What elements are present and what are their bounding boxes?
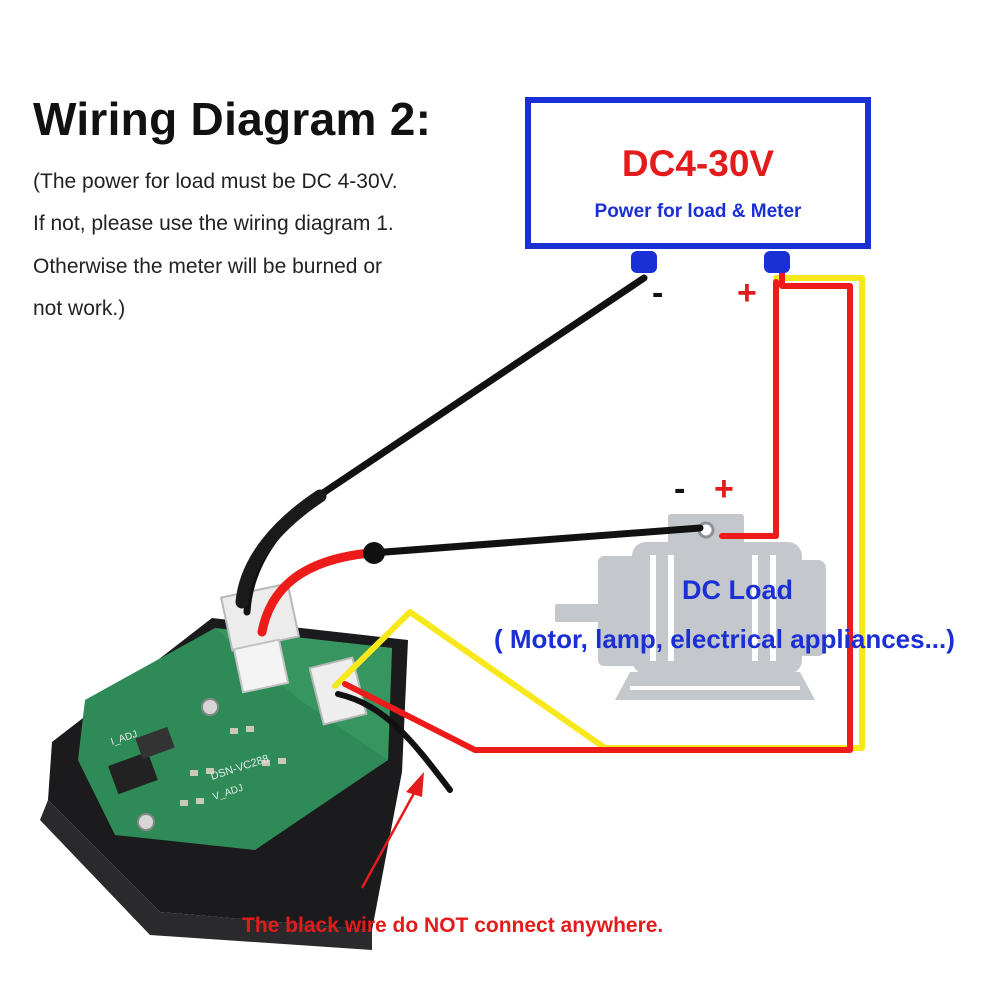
black-wire-junction — [363, 542, 385, 564]
meter-chip-2 — [135, 726, 175, 760]
warning-arrow — [360, 772, 424, 889]
psu-voltage: DC4-30V — [621, 143, 775, 184]
power-supply-box: DC4-30V Power for load & Meter — [525, 97, 871, 249]
red-wire-load-plus — [719, 279, 779, 539]
load-plus-sign: + — [714, 470, 734, 508]
black-heatshrink — [235, 489, 327, 609]
motor-front-flange — [598, 556, 640, 666]
load-subtitle: ( Motor, lamp, electrical appliances...) — [494, 624, 955, 654]
page-title: Wiring Diagram 2: — [33, 93, 432, 145]
load-minus-sign: - — [674, 470, 686, 508]
psu-label: Power for load & Meter — [594, 201, 802, 222]
note-line-4: not work.) — [33, 297, 126, 320]
motor-fins — [630, 555, 800, 690]
warning-text: The black wire do NOT connect anywhere. — [242, 914, 664, 937]
note-line-2: If not, please use the wiring diagram 1. — [33, 212, 394, 235]
motor-rear-cap — [796, 560, 826, 656]
psu-terminal-minus — [631, 251, 657, 273]
psu-terminals — [631, 251, 790, 273]
black-wire-psu-minus — [243, 274, 648, 616]
black-wire-load-minus — [368, 524, 704, 557]
motor-body — [632, 542, 802, 674]
red-wire-meter-power — [257, 548, 375, 637]
meter-potentiometer-2 — [137, 813, 155, 831]
motor-shaft — [555, 604, 605, 622]
psu-plus-sign: + — [737, 274, 757, 312]
load-title: DC Load — [682, 575, 793, 605]
note-line-3: Otherwise the meter will be burned or — [33, 255, 382, 278]
black-wire-unused — [335, 691, 453, 793]
meter-potentiometer-1 — [201, 698, 219, 716]
dc-motor — [555, 514, 826, 700]
wires — [235, 267, 865, 793]
psu-terminal-plus — [764, 251, 790, 273]
meter-chip — [108, 751, 158, 795]
voltmeter-ammeter-module: I_ADJ DSN-VC288 V_ADJ — [40, 582, 408, 950]
psu-minus-sign: - — [652, 274, 664, 312]
red-wire-psu-plus — [342, 267, 853, 753]
meter-pcb-pads — [180, 726, 286, 806]
note-line-1: (The power for load must be DC 4-30V. — [33, 170, 398, 193]
meter-front-bezel — [40, 800, 372, 950]
